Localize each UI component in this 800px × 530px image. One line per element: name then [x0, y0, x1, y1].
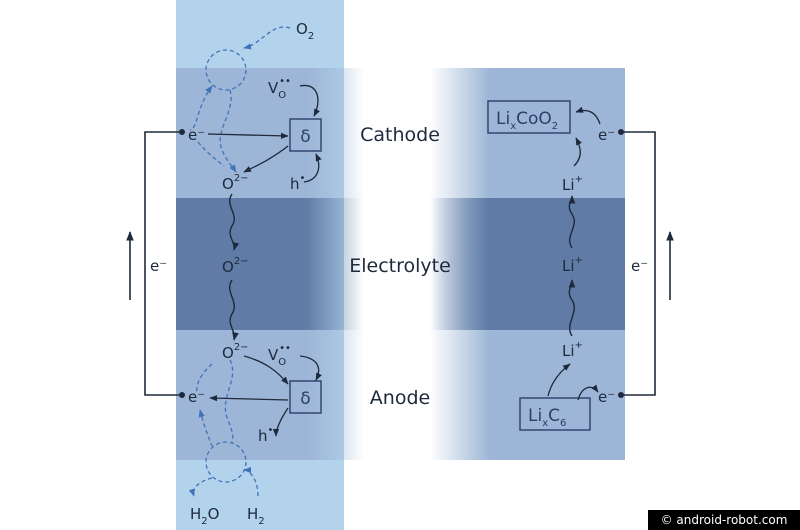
right-anode-electron: e⁻	[598, 388, 615, 406]
lixc6-label: LixC6	[528, 406, 566, 429]
anode-oxygen-ion: O2−	[222, 342, 249, 362]
cathode-delta-box	[289, 118, 322, 152]
anode-label: Anode	[370, 387, 430, 409]
anode-lithium-ion: Li+	[562, 340, 583, 360]
left-electrolyte-layer	[176, 198, 306, 330]
anode-delta-box	[289, 380, 322, 414]
anode-delta: δ	[300, 389, 310, 409]
anode-electron: e⁻	[188, 388, 205, 406]
watermark: © android-robot.com	[648, 510, 800, 530]
electrolyte-lithium-ion: Li+	[562, 255, 583, 275]
cathode-lithium-ion: Li+	[562, 174, 583, 194]
lixcoo2-label: LixCoO2	[496, 109, 558, 132]
hydrogen-label: H2	[247, 505, 265, 527]
anode-reaction-site	[205, 441, 247, 483]
cathode-electron: e⁻	[188, 126, 205, 144]
right-anode-layer	[490, 330, 625, 460]
right-electrolyte-layer	[490, 198, 625, 330]
electrolyte-oxygen-ion: O2−	[222, 256, 249, 276]
cathode-reaction-site	[205, 49, 247, 91]
left-circuit-wire	[144, 131, 182, 396]
right-circuit-wire	[621, 131, 656, 396]
anode-hole: h•	[258, 425, 273, 445]
right-circuit-electron: e⁻	[631, 257, 648, 275]
electrolyte-label: Electrolyte	[349, 255, 451, 277]
lixcoo2-box	[487, 100, 571, 134]
right-cathode-electron: e⁻	[598, 126, 615, 144]
anode-vacancy: VO••	[268, 343, 291, 368]
cathode-label: Cathode	[360, 124, 440, 146]
cathode-vacancy: VO••	[268, 76, 291, 101]
cathode-oxygen-ion: O2−	[222, 173, 249, 193]
water-label: H2O	[190, 505, 219, 527]
left-anode-layer	[176, 330, 306, 460]
left-circuit-electron: e⁻	[150, 257, 167, 275]
cathode-hole: h•	[290, 173, 305, 193]
lixc6-box	[519, 397, 591, 431]
oxygen-gas-label: O2	[296, 20, 314, 42]
cathode-delta: δ	[300, 127, 310, 147]
